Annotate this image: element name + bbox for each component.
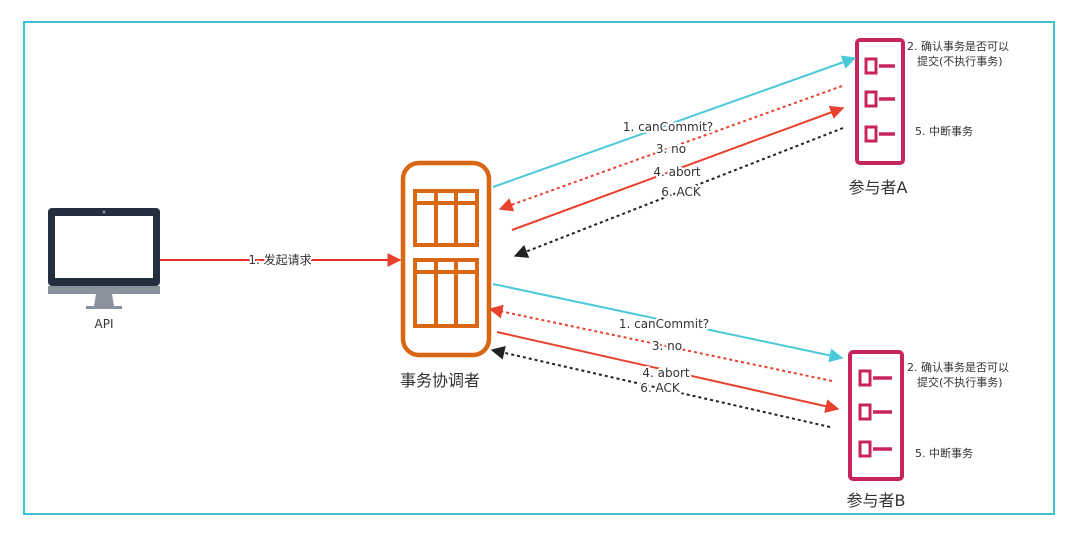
participant-a-label: 参与者A bbox=[849, 178, 908, 197]
b-ack-label: 6. ACK bbox=[640, 381, 681, 395]
participant-b-abort-note: 5. 中断事务 bbox=[915, 446, 973, 460]
b-abort-arrow bbox=[496, 331, 840, 414]
a-no-arrow bbox=[498, 85, 843, 212]
participant-b-icon bbox=[848, 350, 904, 481]
b-no-arrow bbox=[488, 304, 833, 382]
b-abort-label: 4. abort bbox=[642, 366, 690, 380]
request-arrow-label: 1. 发起请求 bbox=[248, 252, 311, 267]
a-ack-arrow bbox=[513, 127, 844, 258]
a-ack-label: 6. ACK bbox=[661, 185, 702, 199]
diagram-frame bbox=[23, 21, 1055, 515]
b-no-label: 3. no bbox=[652, 339, 682, 353]
participant-b-label: 参与者B bbox=[847, 491, 906, 510]
coordinator-label: 事务协调者 bbox=[400, 371, 480, 390]
a-no-label: 3. no bbox=[656, 142, 686, 156]
a-abort-label: 4. abort bbox=[653, 165, 701, 179]
coordinator-icon bbox=[400, 160, 492, 358]
api-label: API bbox=[95, 317, 114, 331]
participant-b-check-note-line1: 2. 确认事务是否可以 bbox=[907, 361, 1009, 374]
participant-a-check-note-line2: 提交(不执行事务) bbox=[917, 54, 1003, 68]
b-ack-arrow bbox=[490, 345, 831, 428]
participant-a-check-note-line1: 2. 确认事务是否可以 bbox=[907, 40, 1009, 53]
participant-a-abort-note: 5. 中断事务 bbox=[915, 124, 973, 138]
participant-a-icon bbox=[855, 38, 905, 165]
a-abort-arrow bbox=[511, 105, 845, 231]
b-can-commit-arrow bbox=[492, 283, 844, 363]
participant-b-check-note-line2: 提交(不执行事务) bbox=[917, 375, 1003, 389]
monitor-icon bbox=[48, 208, 160, 309]
b-can-commit-label: 1. canCommit? bbox=[619, 317, 709, 331]
a-can-commit-arrow bbox=[492, 55, 857, 188]
a-can-commit-label: 1. canCommit? bbox=[623, 120, 713, 134]
